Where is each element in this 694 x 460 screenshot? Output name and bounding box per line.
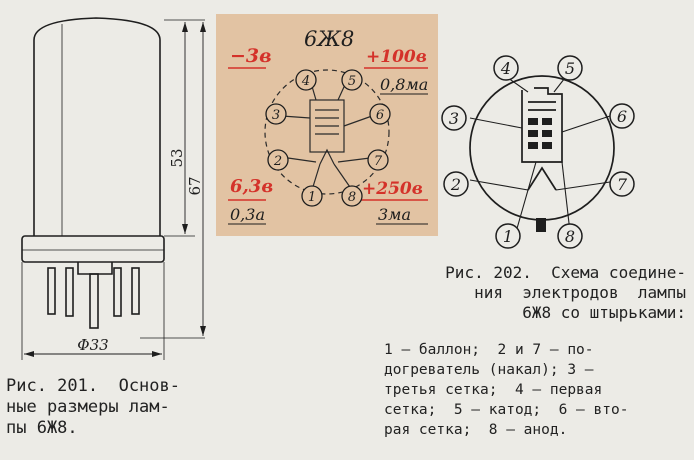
bottom-right-voltage: +250в: [362, 179, 423, 199]
legend-line: третья сетка; 4 — первая: [384, 382, 603, 398]
pinout-voltage-diagram: −3в +100в 6,3в +250в 6Ж8 0,8ма 0,3а 3ма …: [216, 14, 438, 236]
caption-line: Рис. 202. Схема соедине-: [445, 263, 686, 282]
legend-line: догреватель (накал); 3 —: [384, 362, 594, 378]
pin-3-label: 3: [449, 109, 459, 128]
pin-legend: 1 — баллон; 2 и 7 — по- догреватель (нак…: [384, 340, 688, 440]
figure-202-caption: Рис. 202. Схема соедине- ния электродов …: [394, 263, 686, 323]
caption-line: Рис. 201. Основ-: [6, 376, 180, 396]
legend-line: 1 — баллон; 2 и 7 — по-: [384, 342, 594, 358]
red-pin-2: 2: [273, 154, 282, 169]
top-right-current: 0,8ма: [380, 75, 428, 94]
red-pin-6: 6: [376, 108, 384, 123]
red-pin-5: 5: [348, 74, 356, 89]
tube-dimension-drawing: 53 67 Φ33: [21, 17, 206, 360]
dim-67-label: 67: [186, 176, 204, 195]
bottom-right-current: 3ма: [378, 205, 411, 224]
caption-line: ния электродов лампы: [474, 283, 686, 302]
pin-5-label: 5: [565, 59, 575, 78]
pin-4-label: 4: [500, 59, 511, 78]
red-pin-1: 1: [308, 190, 316, 205]
electrode-pin-schematic: 1 2 3 4 5 6 7 8: [441, 55, 635, 249]
figure-201-caption: Рис. 201. Основ- ные размеры лам- пы 6Ж8…: [6, 376, 180, 439]
bottom-left-voltage: 6,3в: [230, 176, 273, 197]
pin-7-label: 7: [617, 175, 628, 194]
dim-diameter-label: Φ33: [77, 336, 108, 354]
red-pin-3: 3: [272, 108, 280, 123]
legend-line: рая сетка; 8 — анод.: [384, 422, 568, 438]
tube-name-label: 6Ж8: [304, 27, 354, 51]
red-pin-8: 8: [348, 190, 356, 205]
pin-2-label: 2: [450, 175, 461, 194]
pin-1-label: 1: [503, 227, 513, 246]
pin-8-label: 8: [565, 227, 575, 246]
red-pin-4: 4: [301, 74, 310, 89]
caption-line: ные размеры лам-: [6, 397, 170, 417]
top-right-voltage: +100в: [366, 47, 427, 67]
caption-line: 6Ж8 со штырьками:: [522, 303, 686, 322]
bottom-left-current: 0,3а: [230, 205, 265, 224]
caption-line: пы 6Ж8.: [6, 418, 78, 438]
legend-line: сетка; 5 — катод; 6 — вто-: [384, 402, 629, 418]
red-pin-7: 7: [374, 154, 383, 169]
pin-6-label: 6: [617, 107, 627, 126]
dim-53-label: 53: [168, 148, 186, 167]
top-left-voltage: −3в: [230, 45, 272, 67]
